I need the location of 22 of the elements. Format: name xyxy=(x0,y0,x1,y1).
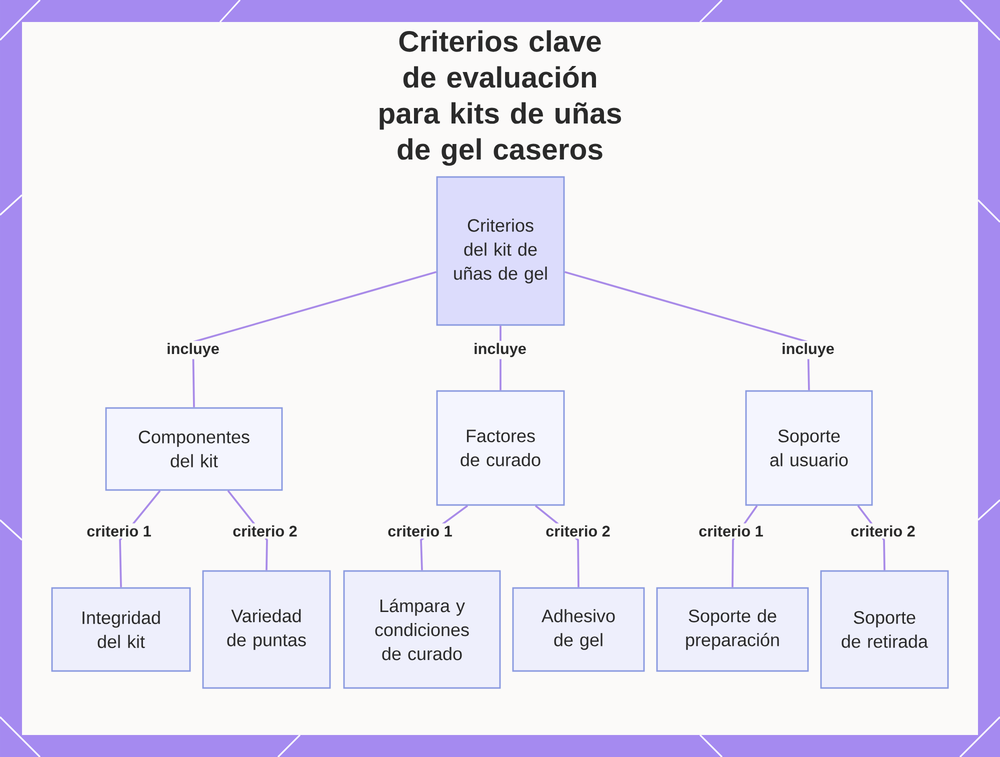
concept-box: Soporte al usuario xyxy=(745,390,873,506)
edge-label: criterio 2 xyxy=(230,523,300,539)
concept-box: Componentes del kit xyxy=(105,407,283,491)
concept-box: Criterios del kit de uñas de gel xyxy=(436,176,565,326)
concept-box: Soporte de retirada xyxy=(820,570,949,689)
edge-label: incluye xyxy=(780,340,836,360)
concept-box: Variedad de puntas xyxy=(202,570,331,689)
edge-label: incluye xyxy=(164,340,222,360)
edge-label: criterio 1 xyxy=(84,523,154,539)
edge-label: criterio 2 xyxy=(848,523,918,539)
edge-label: criterio 1 xyxy=(386,523,454,539)
connector-line xyxy=(564,271,810,390)
concept-box: Integridad del kit xyxy=(51,587,191,672)
connector-line xyxy=(192,271,437,408)
title: Criterios clave de evaluación para kits de uñas de gel caseros xyxy=(380,30,622,166)
edge-label: incluye xyxy=(472,340,528,360)
edge-label: criterio 2 xyxy=(544,523,612,539)
concept-box: Lámpara y condiciones de curado xyxy=(343,570,501,689)
edge-label: criterio 1 xyxy=(696,523,766,539)
concept-box: Factores de curado xyxy=(436,390,565,506)
concept-box: Soporte de preparación xyxy=(656,587,809,672)
concept-box: Adhesivo de gel xyxy=(512,587,645,672)
